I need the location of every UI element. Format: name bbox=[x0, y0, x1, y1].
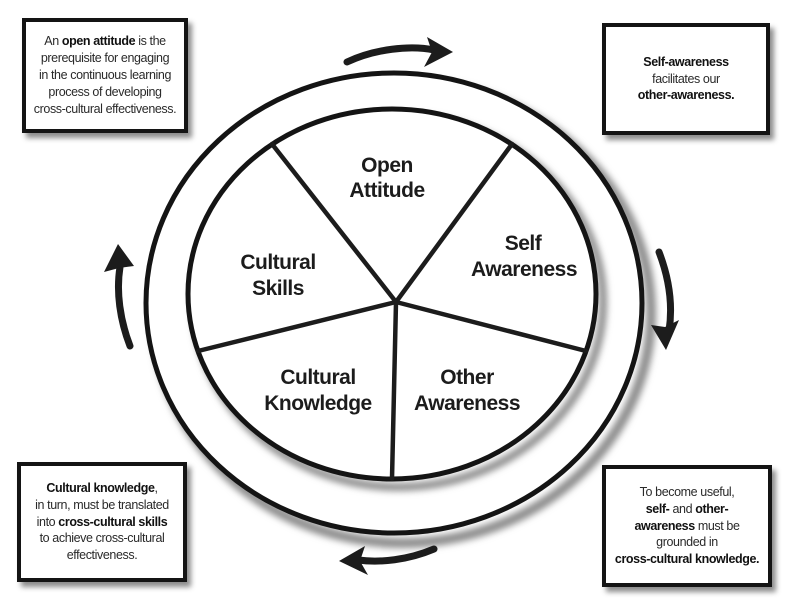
rotation-arrows bbox=[104, 37, 679, 575]
segment-label-other-awareness-2: Awareness bbox=[414, 392, 520, 415]
callout-open-attitude: An open attitude is the prerequisite for… bbox=[22, 18, 188, 133]
callout-grounded-knowledge-text: To become useful, self- and other- aware… bbox=[614, 484, 760, 567]
segment-label-cultural-skills: Cultural bbox=[240, 251, 315, 274]
segment-label-cultural-skills-2: Skills bbox=[252, 277, 304, 300]
callout-self-awareness-text: Self-awareness facilitates our other-awa… bbox=[637, 54, 735, 103]
segment-dividers bbox=[195, 141, 589, 482]
clockwise-arrow-right-icon bbox=[651, 248, 679, 350]
clockwise-arrow-left-icon bbox=[104, 244, 134, 350]
clockwise-arrow-top-icon bbox=[343, 37, 453, 67]
segment-label-self-awareness-2: Awareness bbox=[471, 258, 577, 281]
divider-skills-open bbox=[269, 141, 399, 305]
divider-self-other bbox=[393, 299, 589, 354]
callout-grounded-knowledge: To become useful, self- and other- aware… bbox=[602, 465, 772, 587]
callout-cultural-knowledge-text: Cultural knowledge, in turn, must be tra… bbox=[35, 480, 169, 563]
callout-open-attitude-text: An open attitude is the prerequisite for… bbox=[33, 34, 177, 116]
clockwise-arrow-bottom-icon bbox=[339, 545, 438, 575]
divider-open-self bbox=[393, 141, 515, 305]
divider-other-knowledge bbox=[389, 299, 399, 482]
divider-knowledge-skills bbox=[195, 299, 399, 354]
segment-label-cultural-knowledge-2: Knowledge bbox=[264, 392, 372, 415]
segment-label-open-attitude-2: Attitude bbox=[349, 179, 424, 202]
segment-label-cultural-knowledge: Cultural bbox=[280, 366, 355, 389]
callout-self-awareness: Self-awareness facilitates our other-awa… bbox=[602, 23, 770, 135]
segment-label-open-attitude: Open bbox=[361, 154, 413, 177]
segment-label-other-awareness: Other bbox=[440, 366, 494, 389]
segment-labels: Open Attitude Self Awareness Other Aware… bbox=[240, 154, 577, 415]
segment-label-self-awareness: Self bbox=[505, 232, 543, 255]
callout-cultural-knowledge: Cultural knowledge, in turn, must be tra… bbox=[17, 462, 187, 582]
